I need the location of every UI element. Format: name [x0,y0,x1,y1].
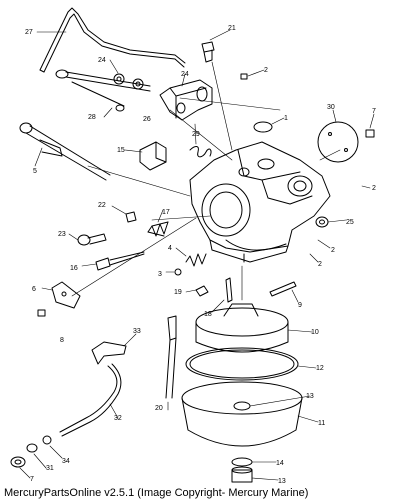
part-22-screw [77,233,107,246]
part-1-plug [253,121,273,133]
part-2-screw-top [240,73,248,80]
callout-21: 22 [98,202,106,209]
part-34-bushing [42,435,52,445]
part-11-gasket [185,347,299,381]
part-3-ring [174,268,182,276]
callout-10: 11 [318,420,325,427]
callout-3: 3 [158,271,162,278]
callout-leaders [19,29,375,481]
callout-22: 23 [58,231,66,238]
part-30-nut [10,456,26,468]
part-18-screw [195,285,209,297]
callout-2-top: 2 [264,67,268,74]
part-20-screw [201,41,215,63]
part-28-spring [189,146,212,158]
part-19-rod [165,315,177,399]
part-29-cover-plate [317,121,359,163]
callout-2-mid: 2 [331,247,335,254]
callout-15: 16 [70,265,78,272]
callout-2-low: 2 [318,261,322,268]
part-17-needle [225,277,233,303]
callout-1: 1 [284,115,288,122]
callout-27: 28 [88,114,96,121]
callout-32: 32 [114,415,122,422]
part-27-throttle-shaft [55,69,151,112]
carburetor-body [189,141,331,263]
part-10-float-bowl [181,381,303,447]
callout-26: 27 [25,29,33,36]
callout-11: 12 [316,365,324,372]
callout-33: 33 [133,328,141,335]
part-7-screw-right [365,129,375,138]
callout-19: 20 [155,405,163,412]
callout-20: 21 [228,25,236,32]
part-8-float [195,303,289,353]
part-6-bracket [51,281,81,309]
part-26-linkage-wire [39,7,186,73]
image-copyright-footer: MercuryPartsOnline v2.5.1 (Image Copyrig… [4,487,309,499]
part-23-bracket [159,79,213,121]
part-12-drain-plug [231,466,253,483]
callout-23: 24 [181,71,189,78]
callout-17: 18 [204,311,212,318]
callout-12: 13 [278,478,286,485]
callout-30: 7 [30,476,34,483]
part-13-washer-lower [231,457,253,467]
callout-2-right: 2 [372,185,376,192]
callout-8: 10 [311,329,319,336]
callout-25: 26 [143,116,151,123]
callout-34: 34 [62,458,70,465]
callout-24-right: 25 [346,219,354,226]
callout-7-right: 7 [372,108,376,115]
part-24-washer-right [315,216,329,228]
part-16-spring [147,221,169,237]
part-7-screw-left [37,309,46,317]
callout-6: 6 [32,286,36,293]
part-24-clip [113,73,125,85]
part-9-pin [269,281,297,297]
part-14-fitting [139,141,167,171]
part-31-washer [26,443,38,453]
callout-31: 31 [46,465,54,472]
callout-7-left: 8 [60,337,64,344]
part-4-spring [185,253,207,267]
callout-14: 15 [117,147,125,154]
part-21-screw [125,211,137,223]
part-15-needle [95,251,145,271]
part-5-shaft [19,122,111,181]
part-32-link-rod [59,363,122,437]
callout-24-top: 24 [98,57,106,64]
callout-4: 4 [168,245,172,252]
callout-16: 17 [162,209,170,216]
callout-labels: 27 24 24 21 2 26 1 30 7 28 29 15 5 2 22 … [25,25,376,485]
part-25-washer [132,78,144,90]
callout-13-lower: 14 [276,460,284,467]
callout-18: 19 [174,289,182,296]
part-33-lever [91,341,127,365]
callout-5: 5 [33,168,37,175]
callout-9: 9 [298,302,302,309]
callout-13-bowl: 13 [306,393,314,400]
callout-29: 30 [327,104,335,111]
callout-28: 29 [192,131,200,138]
